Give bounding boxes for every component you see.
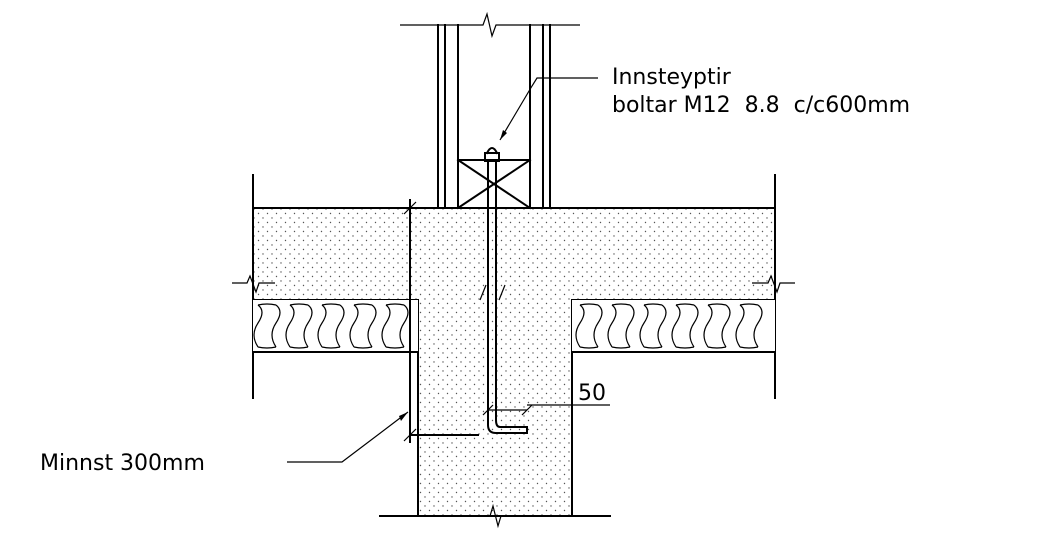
bolt-note-line2: boltar M12 8.8 c/c600mm [612, 93, 910, 118]
dimension-50 [482, 402, 610, 418]
min-depth-leader [287, 411, 409, 463]
dimension-50-label: 50 [578, 381, 606, 406]
min-depth-label: Minnst 300mm [40, 451, 205, 476]
sill-plate [456, 158, 532, 210]
bolt-leader [499, 77, 598, 141]
bolt-break-marks [471, 284, 520, 529]
slab-break-marks [232, 274, 795, 294]
insulation-right [571, 300, 776, 353]
insulation-left [252, 300, 419, 353]
depth-dimension [403, 199, 479, 443]
anchor-bolt [484, 147, 528, 434]
timber-wall [400, 11, 580, 209]
bolt-note-line1: Innsteyptir [612, 65, 732, 90]
